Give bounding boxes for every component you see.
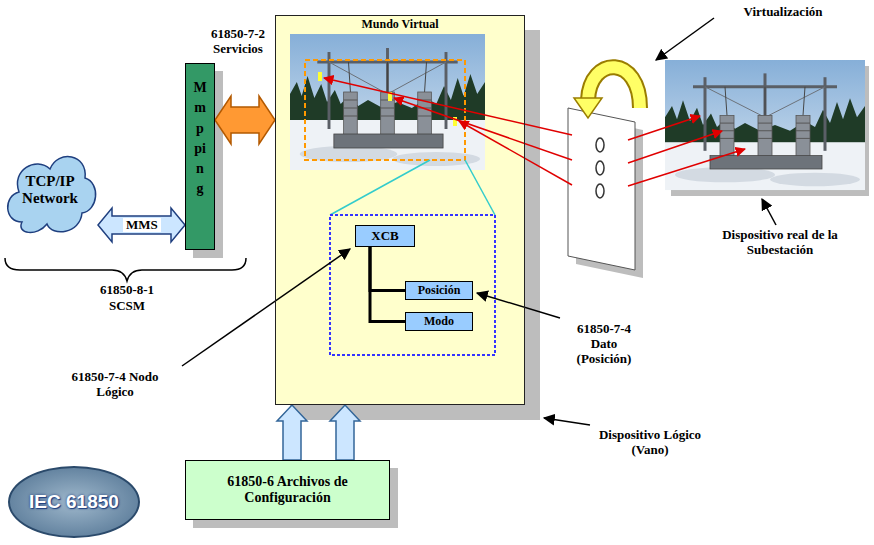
config-files-box: 61850-6 Archivos de Configuración bbox=[185, 460, 390, 520]
tree-line bbox=[370, 247, 405, 322]
mapping-arrow bbox=[394, 98, 572, 160]
block-arrow bbox=[330, 405, 360, 460]
mapping-arrow bbox=[324, 78, 572, 135]
mapping-text: Mmpping bbox=[193, 78, 207, 200]
callout-label: Dispositivo Lógico (Vano) bbox=[585, 428, 715, 458]
panel-hole bbox=[596, 184, 604, 198]
tree-line bbox=[370, 247, 405, 291]
callout-label: 61850-7-2 Servicios bbox=[198, 27, 278, 57]
virtualization-panel bbox=[568, 108, 635, 270]
callout-label: SCSM bbox=[77, 299, 177, 314]
network-cloud: TCP/IP Network bbox=[2, 140, 98, 240]
mapping-box: Mmpping bbox=[185, 63, 215, 250]
logo-text: IEC 61850 bbox=[29, 491, 119, 513]
leader-line bbox=[544, 418, 590, 425]
leader-line bbox=[656, 18, 714, 60]
callout-label: Dispositivo real de la Subestación bbox=[700, 228, 860, 258]
callout-label: 61850-7-4 Nodo Lógico bbox=[55, 370, 175, 400]
selection-frame bbox=[305, 60, 465, 160]
block-arrow bbox=[215, 96, 275, 144]
box-fill bbox=[275, 15, 525, 405]
cloud-text: TCP/IP Network bbox=[10, 173, 90, 208]
brace bbox=[5, 258, 246, 281]
node-name: XCB bbox=[371, 229, 398, 244]
mapping-arrow bbox=[628, 116, 700, 140]
data-name: Posición bbox=[418, 284, 461, 298]
leader-line bbox=[762, 199, 776, 225]
substation-photo bbox=[665, 60, 865, 190]
data-box: Modo bbox=[405, 312, 473, 331]
data-box: Posición bbox=[405, 281, 473, 300]
mapping-arrow bbox=[459, 121, 572, 185]
leader-line bbox=[182, 249, 350, 366]
box-title: Mundo Virtual bbox=[361, 18, 438, 32]
detail-frame bbox=[330, 215, 495, 355]
callout-label: 61850-8-1 bbox=[77, 283, 177, 298]
mapping-arrow bbox=[628, 149, 745, 186]
zoom-line bbox=[465, 160, 495, 215]
cloud-shape bbox=[8, 157, 96, 233]
callout-label: Virtualización bbox=[718, 5, 848, 20]
panel-hole bbox=[596, 161, 604, 175]
standard-logo: IEC 61850 bbox=[8, 466, 140, 538]
leader-line bbox=[477, 293, 560, 318]
substation-photo bbox=[290, 34, 485, 170]
zoom-line bbox=[330, 160, 430, 215]
block-arrow bbox=[98, 208, 185, 242]
virtual-world-box: Mundo VirtualXCB PosiciónModo bbox=[275, 15, 525, 405]
marker bbox=[318, 72, 322, 81]
edge-label: MMS bbox=[123, 218, 161, 232]
mapping-arrow bbox=[628, 131, 722, 163]
panel-hole bbox=[596, 138, 604, 152]
box-text: 61850-6 Archivos de Configuración bbox=[213, 474, 363, 506]
data-name: Modo bbox=[424, 315, 454, 329]
block-arrow bbox=[277, 405, 307, 460]
curved-arrow-head bbox=[574, 98, 602, 118]
callout-label: 61850-7-4 Dato (Posición) bbox=[564, 322, 644, 367]
logical-node-box: XCB bbox=[355, 225, 415, 247]
